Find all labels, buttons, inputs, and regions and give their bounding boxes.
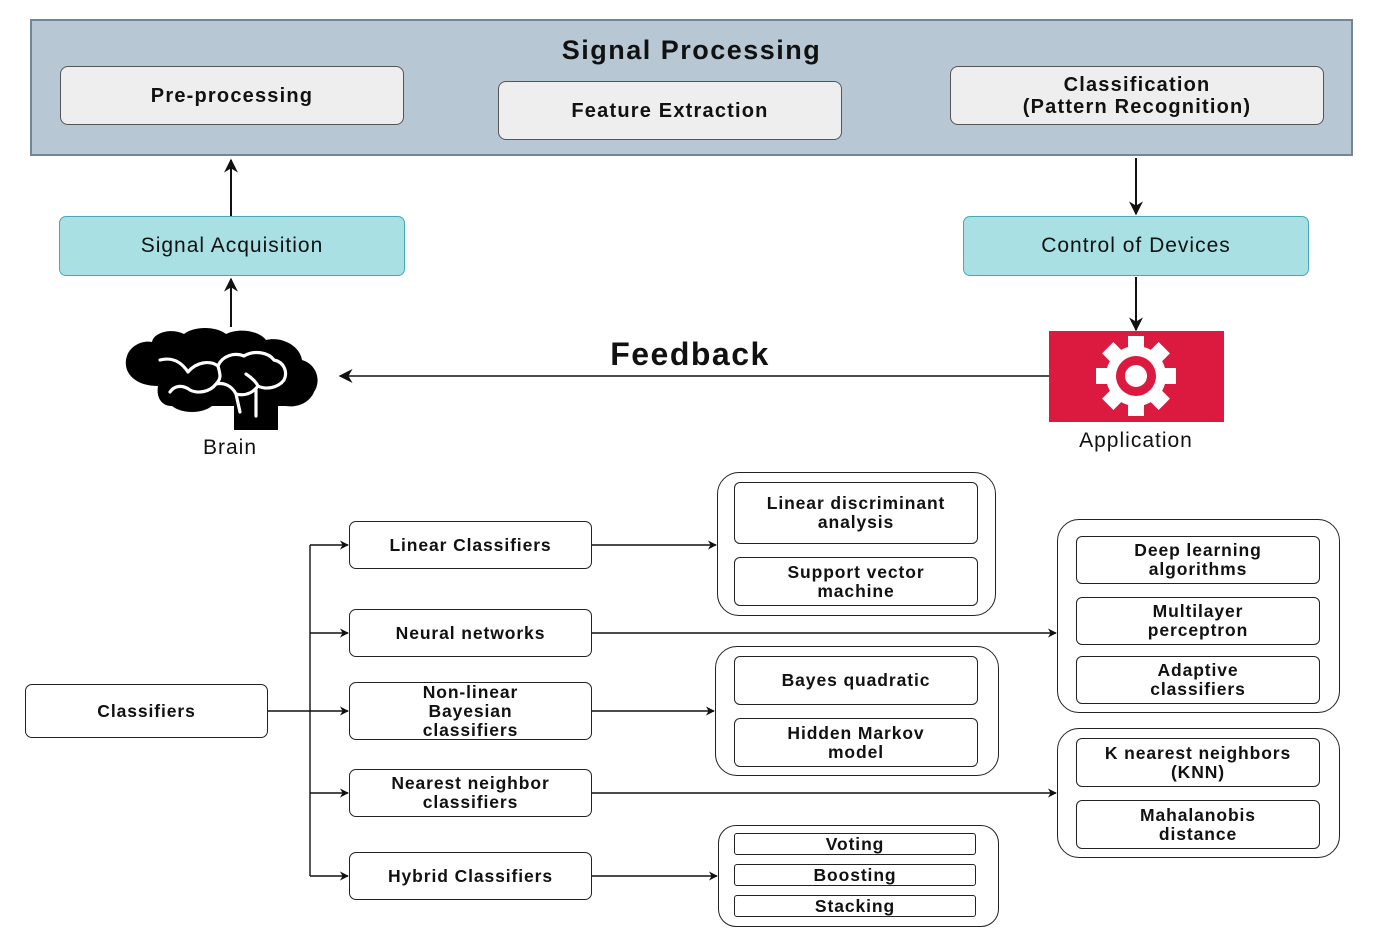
voting-label: Voting bbox=[825, 833, 885, 854]
feature-extraction-box: Feature Extraction bbox=[498, 81, 842, 140]
knn-label: K nearest neighbors (KNN) bbox=[1104, 742, 1292, 782]
voting-item: Voting bbox=[734, 833, 976, 855]
adaptive-classifiers-item: Adaptive classifiers bbox=[1076, 656, 1320, 704]
stacking-item: Stacking bbox=[734, 895, 976, 917]
multilayer-perceptron-item: Multilayer perceptron bbox=[1076, 597, 1320, 645]
control-of-devices-box: Control of Devices bbox=[963, 216, 1309, 276]
boosting-item: Boosting bbox=[734, 864, 976, 886]
adaptive-classifiers-label: Adaptive classifiers bbox=[1150, 660, 1246, 699]
hybrid-classifiers-box: Hybrid Classifiers bbox=[349, 852, 592, 900]
nonlinear-bayesian-box: Non-linear Bayesian classifiers bbox=[349, 682, 592, 740]
pre-processing-box: Pre-processing bbox=[60, 66, 404, 125]
boosting-label: Boosting bbox=[813, 864, 897, 885]
hidden-markov-item: Hidden Markov model bbox=[734, 718, 978, 767]
gear-icon bbox=[1049, 331, 1224, 422]
brain-icon bbox=[125, 328, 318, 430]
application-label: Application bbox=[1079, 429, 1193, 452]
deep-learning-label: Deep learning algorithms bbox=[1134, 540, 1262, 579]
hidden-markov-label: Hidden Markov model bbox=[787, 722, 925, 762]
bayes-quadratic-item: Bayes quadratic bbox=[734, 656, 978, 705]
control-of-devices-label: Control of Devices bbox=[1041, 234, 1231, 257]
brain-label: Brain bbox=[202, 436, 258, 459]
bayes-quadratic-label: Bayes quadratic bbox=[781, 670, 931, 690]
linear-classifiers-label: Linear Classifiers bbox=[389, 534, 552, 555]
linear-classifiers-box: Linear Classifiers bbox=[349, 521, 592, 569]
signal-acquisition-label: Signal Acquisition bbox=[140, 234, 324, 257]
feedback-label: Feedback bbox=[610, 335, 770, 372]
stacking-label: Stacking bbox=[814, 895, 896, 916]
knn-item: K nearest neighbors (KNN) bbox=[1076, 738, 1320, 787]
mahalanobis-label: Mahalanobis distance bbox=[1140, 804, 1256, 844]
svm-item: Support vector machine bbox=[734, 557, 978, 606]
lda-item: Linear discriminant analysis bbox=[734, 482, 978, 544]
feature-extraction-label: Feature Extraction bbox=[571, 99, 769, 122]
hybrid-classifiers-label: Hybrid Classifiers bbox=[387, 865, 553, 886]
classifiers-root-label: Classifiers bbox=[97, 700, 196, 721]
signal-acquisition-box: Signal Acquisition bbox=[59, 216, 405, 276]
nearest-neighbor-label: Nearest neighbor classifiers bbox=[391, 773, 550, 812]
pattern-recognition-label: (Pattern Recognition) bbox=[1022, 95, 1252, 118]
neural-networks-box: Neural networks bbox=[349, 609, 592, 657]
nonlinear-bayesian-label: Non-linear Bayesian classifiers bbox=[422, 681, 519, 740]
svm-label: Support vector machine bbox=[787, 561, 925, 601]
classification-label: Classification bbox=[1063, 73, 1211, 96]
pre-processing-label: Pre-processing bbox=[150, 84, 314, 107]
mahalanobis-item: Mahalanobis distance bbox=[1076, 800, 1320, 849]
classifiers-root-box: Classifiers bbox=[25, 684, 268, 738]
deep-learning-item: Deep learning algorithms bbox=[1076, 536, 1320, 584]
neural-networks-label: Neural networks bbox=[395, 622, 546, 643]
multilayer-perceptron-label: Multilayer perceptron bbox=[1147, 601, 1249, 640]
lda-label: Linear discriminant analysis bbox=[766, 493, 946, 532]
classification-box: Classification (Pattern Recognition) bbox=[950, 66, 1324, 125]
signal-processing-title: Signal Processing bbox=[561, 34, 822, 65]
nearest-neighbor-box: Nearest neighbor classifiers bbox=[349, 769, 592, 817]
